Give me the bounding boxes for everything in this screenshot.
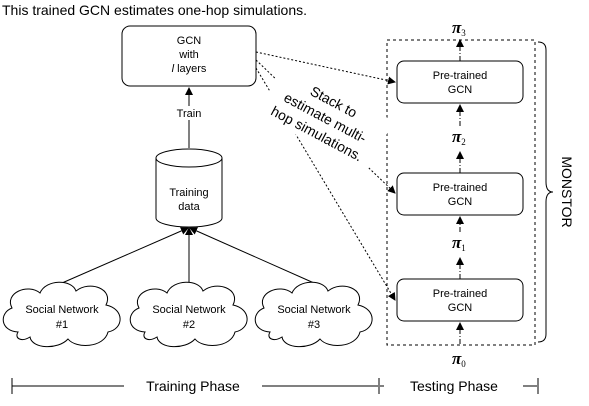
layer-count-suffix: layers xyxy=(174,63,207,75)
caption: This trained GCN estimates one-hop simul… xyxy=(2,2,307,18)
training-phase-label: Training Phase xyxy=(146,378,240,394)
pretrained-gcn-bottom-line2: GCN xyxy=(448,302,473,314)
stack-note: Stack to estimate multi- hop simulations… xyxy=(256,62,394,173)
training-data-cylinder: Training data xyxy=(155,148,223,228)
monstor-brace xyxy=(537,41,554,343)
pretrained-gcn-middle-line1: Pre-trained xyxy=(433,182,487,194)
pi-3: π3 xyxy=(446,16,476,38)
social-network-2-line2: #2 xyxy=(183,319,195,331)
svg-text:π2: π2 xyxy=(452,127,466,147)
network3-arrow xyxy=(189,227,315,284)
svg-text:π3: π3 xyxy=(452,18,466,38)
pretrained-gcn-middle: Pre-trained GCN xyxy=(396,172,524,216)
social-network-1: Social Network #1 xyxy=(2,281,121,348)
pretrained-gcn-top: Pre-trained GCN xyxy=(396,60,524,104)
pi-2-subscript: 2 xyxy=(461,137,466,147)
train-label-bg xyxy=(170,106,208,120)
pretrained-gcn-top-line1: Pre-trained xyxy=(433,70,487,82)
pretrained-gcn-middle-line2: GCN xyxy=(448,196,473,208)
social-network-2: Social Network #2 xyxy=(129,281,248,348)
social-network-1-line1: Social Network xyxy=(25,304,99,316)
svg-text:π1: π1 xyxy=(452,233,466,253)
pi-2: π2 xyxy=(446,126,476,148)
svg-text:π0: π0 xyxy=(452,349,466,369)
pi-0: π0 xyxy=(452,349,466,369)
training-data-line1: Training xyxy=(169,187,208,199)
gcn-box-line2: with xyxy=(178,49,199,61)
pi-3-subscript: 3 xyxy=(461,28,466,38)
layer-count-variable: l xyxy=(172,63,175,75)
pi-1-subscript: 1 xyxy=(461,243,466,253)
gcn-box: GCN with l layers xyxy=(121,25,257,87)
monstor-label: MONSTOR xyxy=(559,156,575,227)
testing-phase-label: Testing Phase xyxy=(410,378,498,394)
social-network-2-line1: Social Network xyxy=(152,304,226,316)
social-network-3: Social Network #3 xyxy=(254,281,373,348)
pi-0-subscript: 0 xyxy=(461,359,466,369)
pretrained-gcn-bottom: Pre-trained GCN xyxy=(396,278,524,322)
social-network-1-line2: #1 xyxy=(56,319,68,331)
pi-1: π1 xyxy=(446,232,476,254)
phase-timeline xyxy=(11,378,539,394)
training-data-line2: data xyxy=(178,201,200,213)
network1-arrow xyxy=(61,227,189,284)
social-network-3-line2: #3 xyxy=(308,319,320,331)
social-network-3-line1: Social Network xyxy=(277,304,351,316)
train-label: Train xyxy=(177,108,202,120)
pretrained-gcn-bottom-line1: Pre-trained xyxy=(433,288,487,300)
pretrained-gcn-top-line2: GCN xyxy=(448,84,473,96)
gcn-box-line3: l layers xyxy=(172,63,207,75)
gcn-box-line1: GCN xyxy=(177,35,202,47)
